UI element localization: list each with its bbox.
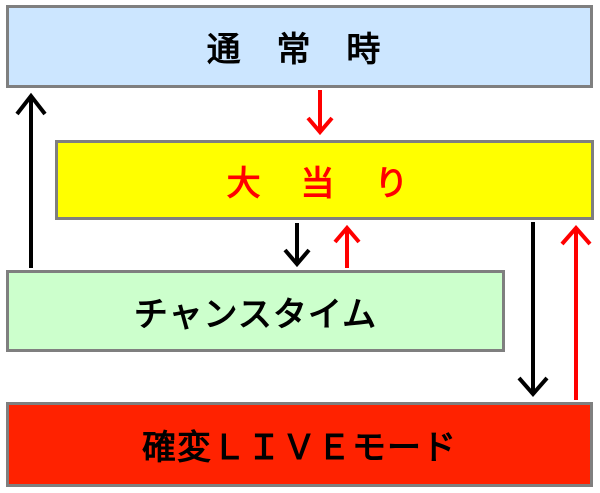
node-jackpot-label: 大 当 り (226, 163, 423, 204)
node-chance-time-label: チャンスタイム (133, 294, 378, 335)
arrow-live-to-jackpot (560, 224, 592, 400)
arrow-normal-to-jackpot (306, 90, 334, 136)
node-normal: 通 常 時 (6, 5, 593, 88)
node-normal-label: 通 常 時 (206, 30, 393, 70)
arrow-jackpot-to-chance (283, 223, 311, 268)
arrow-chance-to-normal (15, 92, 47, 268)
node-jackpot: 大 当 り (55, 140, 594, 220)
arrow-chance-to-jackpot (333, 224, 361, 268)
arrow-jackpot-to-live (517, 222, 549, 398)
node-chance-time: チャンスタイム (6, 270, 505, 352)
node-kakuhen-live-mode: 確変ＬＩＶＥモード (6, 402, 593, 487)
node-kakuhen-live-mode-label: 確変ＬＩＶＥモード (142, 428, 457, 468)
